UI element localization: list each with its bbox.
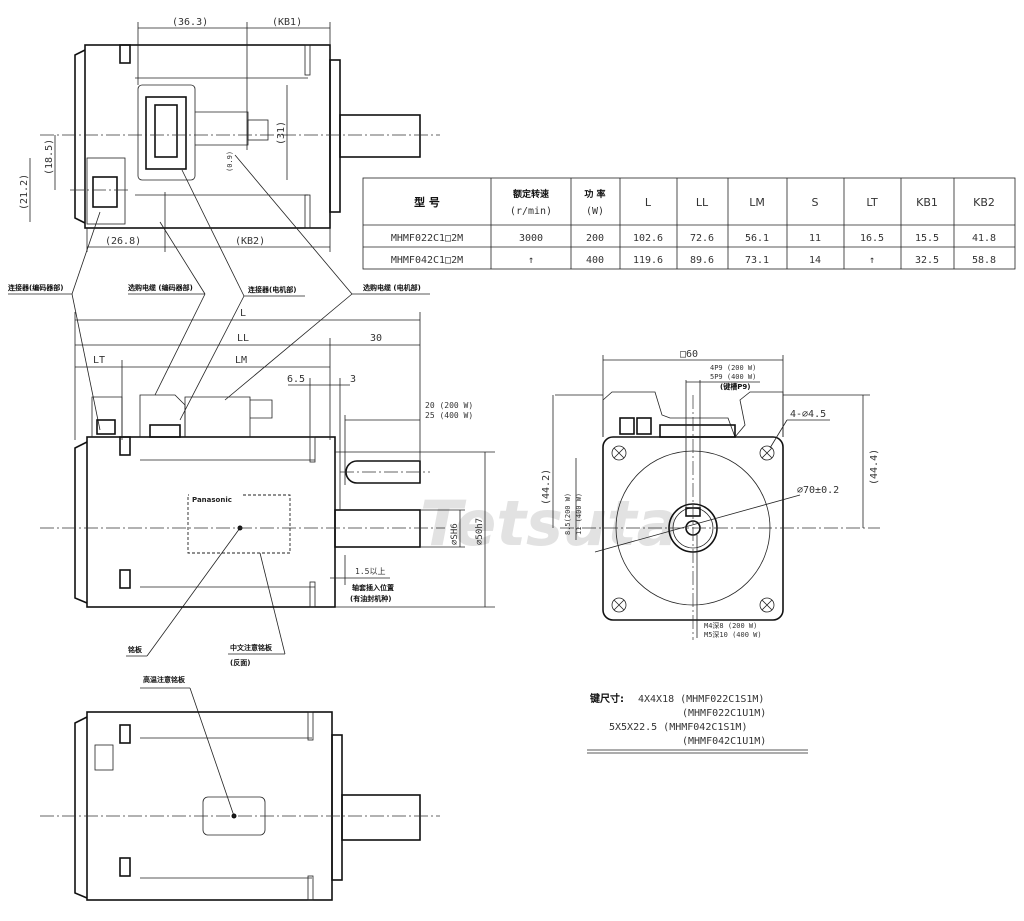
callout-high-temp: 高温注意铭板	[143, 675, 186, 684]
cell: ↑	[869, 255, 875, 266]
header-LM: LM	[749, 196, 765, 209]
key-note-4: (MHMF042C1U1M)	[682, 736, 766, 747]
key-length-200w: 20 (200 W)	[425, 401, 473, 410]
header-speed: 额定转速	[513, 188, 549, 200]
callout-encoder-cable: 选购电缆 (编码器部)	[128, 283, 193, 292]
shaft-diameter: ⌀SH6	[450, 523, 460, 545]
cell: 11	[809, 233, 821, 244]
cell: 15.5	[915, 233, 939, 244]
panasonic-logo: Panasonic	[192, 496, 232, 504]
header-LL: LL	[696, 196, 709, 209]
header-KB1: KB1	[916, 196, 938, 209]
cell: 56.1	[745, 233, 769, 244]
callout-motor-cable: 选购电缆 (电机部)	[363, 283, 421, 292]
mounting-hole-icon	[611, 445, 775, 613]
header-S: S	[812, 196, 819, 209]
dim-LT: LT	[93, 355, 105, 366]
dim-36-3: (36.3)	[172, 17, 208, 28]
dim-6-5: 6.5	[287, 374, 305, 385]
dim-31: (31)	[276, 121, 287, 145]
dim-kb1: (KB1)	[272, 17, 302, 28]
cell: 41.8	[972, 233, 996, 244]
cell: 102.6	[633, 233, 663, 244]
key-note-3: 5X5X22.5 (MHMF042C1S1M)	[609, 722, 747, 733]
dim-LL: LL	[237, 333, 249, 344]
side-view: Panasonic L LL 30 LT LM 6.5 3 20 (200 W)…	[40, 308, 495, 608]
watermark: Tetsuta	[420, 487, 679, 560]
cell: 72.6	[690, 233, 714, 244]
table-row: MHMF022C1□2M 3000 200 102.6 72.6 56.1 11…	[391, 233, 996, 244]
dim-L: L	[240, 308, 246, 319]
dim-3: 3	[350, 374, 356, 385]
pcd-label: ⌀70±0.2	[797, 485, 839, 496]
cell: ↑	[528, 255, 534, 266]
key-length-400w: 25 (400 W)	[425, 411, 473, 420]
tap-400w: M5深10 (400 W)	[704, 630, 762, 639]
dim-26-8: (26.8)	[105, 236, 141, 247]
header-power-unit: (W)	[586, 206, 604, 217]
key-notes-label: 键尺寸:	[589, 692, 624, 705]
cell: 119.6	[633, 255, 663, 266]
callouts: 连接器(编码器部) 选购电缆 (编码器部) 连接器(电机部) 选购电缆 (电机部…	[8, 154, 430, 817]
callout-encoder-connector: 连接器(编码器部)	[8, 283, 63, 292]
callout-cn-caution-note: (反面)	[230, 658, 250, 667]
key-note-2: (MHMF022C1U1M)	[682, 708, 766, 719]
cell: 16.5	[860, 233, 884, 244]
dim-h-400w: 11 (400 W)	[575, 493, 583, 535]
top-view: (36.3) (KB1) (26.8) (KB2) (18.5) (21.2) …	[19, 17, 440, 252]
cell: MHMF022C1□2M	[391, 233, 463, 244]
bottom-view	[40, 711, 440, 901]
keyway-400w: 5P9 (400 W)	[710, 373, 756, 381]
callout-cn-caution: 中文注意铭板	[230, 643, 273, 652]
spec-table: 型 号 额定转速 (r/min) 功 率 (W) L LL LM S LT KB…	[362, 177, 1016, 270]
holes-label: 4-⌀4.5	[790, 409, 826, 420]
flange-diameter: ⌀50h7	[475, 518, 485, 545]
cell: 400	[586, 255, 604, 266]
dim-21-2: (21.2)	[19, 174, 30, 210]
dim-square-60: □60	[680, 349, 698, 360]
cell: 58.8	[972, 255, 996, 266]
header-L: L	[645, 196, 652, 209]
dim-44-4: (44.4)	[869, 449, 880, 485]
dim-LM: LM	[235, 355, 247, 366]
header-speed-unit: (r/min)	[510, 206, 552, 217]
cell: 14	[809, 255, 821, 266]
bushing-position: 轴套插入位置	[352, 583, 394, 592]
header-KB2: KB2	[973, 196, 995, 209]
cell: 32.5	[915, 255, 939, 266]
cell: 73.1	[745, 255, 769, 266]
keyway-p9: (键槽P9)	[720, 382, 750, 391]
header-power: 功 率	[584, 188, 605, 200]
tap-200w: M4深8 (200 W)	[704, 621, 757, 630]
dim-0-9: (0.9)	[226, 151, 234, 172]
dim-18-5: (18.5)	[44, 139, 55, 175]
table-row: MHMF042C1□2M ↑ 400 119.6 89.6 73.1 14 ↑ …	[391, 255, 996, 266]
header-model: 型 号	[414, 195, 440, 209]
cell: 3000	[519, 233, 543, 244]
front-view: □60 4P9 (200 W) 5P9 (400 W) (键槽P9) 4-⌀4.…	[541, 349, 880, 640]
callout-nameplate: 铭板	[128, 645, 143, 654]
keyway-200w: 4P9 (200 W)	[710, 364, 756, 372]
dim-44-2: (44.2)	[541, 469, 552, 505]
dim-kb2: (KB2)	[235, 236, 265, 247]
cell: MHMF042C1□2M	[391, 255, 463, 266]
dim-30: 30	[370, 333, 382, 344]
bushing-note: (有油封机种)	[350, 594, 391, 603]
key-dimension-notes: 键尺寸: 4X4X18 (MHMF022C1S1M) (MHMF022C1U1M…	[587, 692, 808, 754]
cell: 200	[586, 233, 604, 244]
callout-motor-connector: 连接器(电机部)	[248, 285, 296, 294]
dim-h-200w: 8.5(200 W)	[564, 493, 572, 535]
header-LT: LT	[866, 196, 878, 209]
min-1-5: 1.5以上	[355, 567, 385, 576]
key-note-1: 4X4X18 (MHMF022C1S1M)	[638, 694, 764, 705]
cell: 89.6	[690, 255, 714, 266]
